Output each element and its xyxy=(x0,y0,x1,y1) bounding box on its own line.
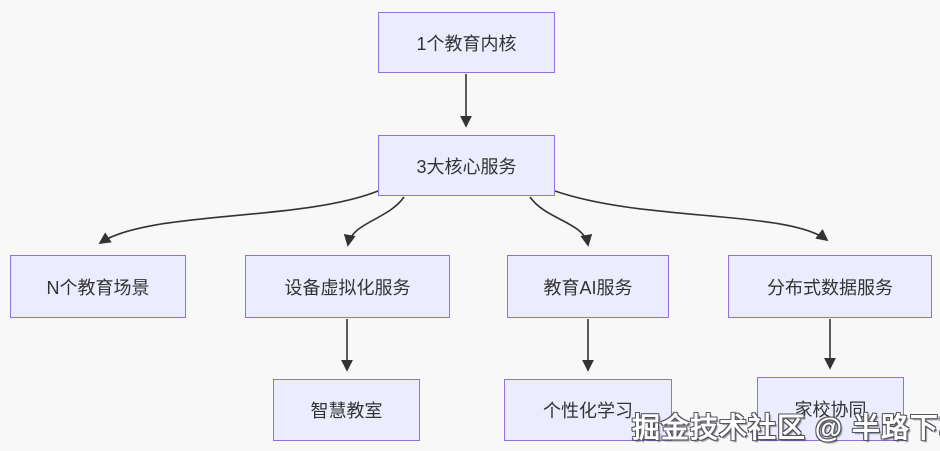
node-education-ai-service: 教育AI服务 xyxy=(507,255,669,318)
edge-core-scenes xyxy=(98,190,379,244)
node-core-services: 3大核心服务 xyxy=(378,135,555,196)
edge-core-ai xyxy=(529,196,593,247)
node-personalized-learning: 个性化学习 xyxy=(504,379,672,441)
node-education-kernel: 1个教育内核 xyxy=(378,12,555,73)
edge-core-distributed xyxy=(554,190,829,242)
node-education-scenes: N个教育场景 xyxy=(10,255,186,318)
node-smart-classroom: 智慧教室 xyxy=(273,379,420,441)
node-device-virtualization-service: 设备虚拟化服务 xyxy=(245,255,450,318)
node-distributed-data-service: 分布式数据服务 xyxy=(728,255,932,318)
edge-core-device xyxy=(343,196,405,247)
node-home-school-collaboration: 家校协同 xyxy=(757,377,904,441)
